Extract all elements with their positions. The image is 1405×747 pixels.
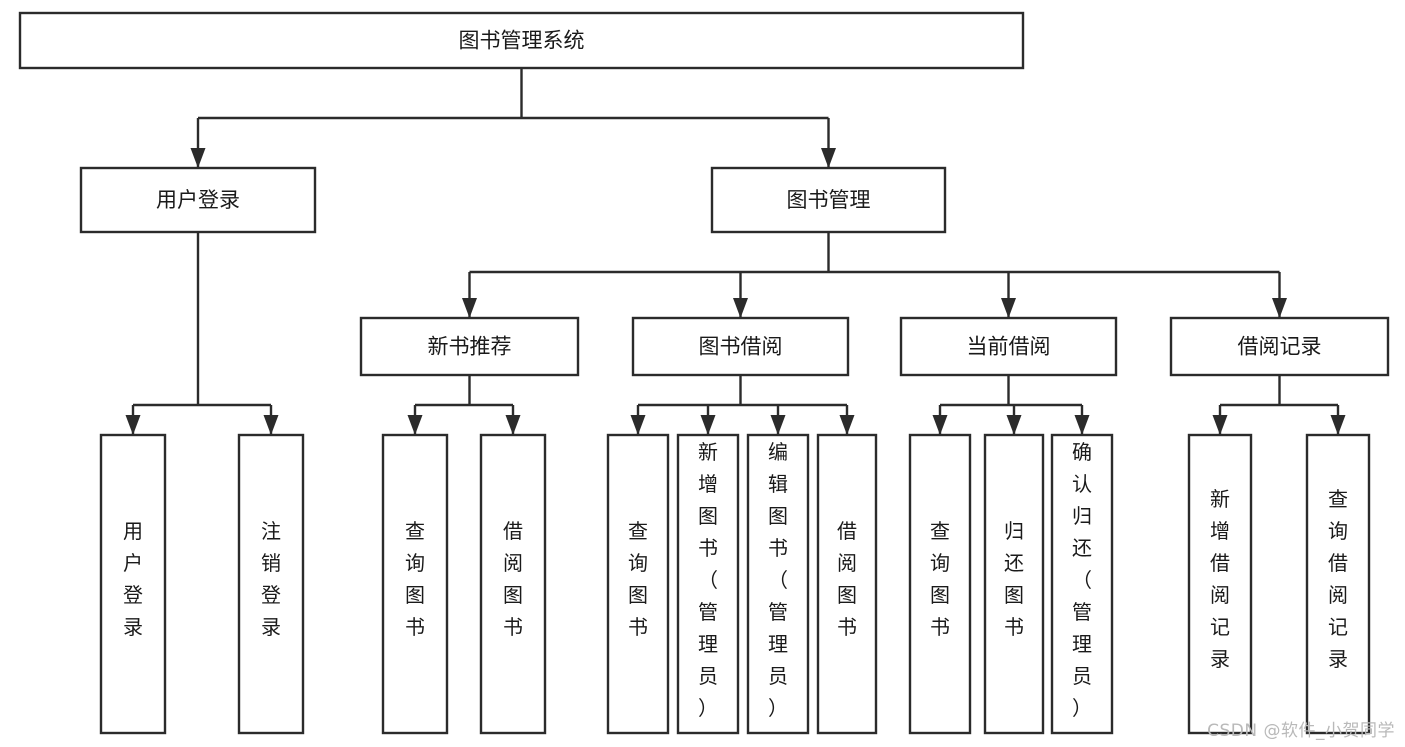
node-level3-0[interactable]: 新书推荐: [359, 316, 580, 377]
node-level3-3[interactable]: 借阅记录: [1169, 316, 1390, 377]
node-label-查询借阅记录: 查询借阅记录: [1328, 487, 1348, 671]
arrow-head-icon: [1212, 415, 1228, 435]
node-rect-新增借阅记录[interactable]: [1187, 433, 1253, 735]
node-rect-借阅记录[interactable]: [1169, 316, 1390, 377]
node-rect-新增图书管理员[interactable]: [676, 433, 740, 735]
node-leaf-3[interactable]: 借阅图书: [479, 433, 547, 735]
node-rect-用户登录[interactable]: [79, 166, 317, 234]
node-rect-用户登录[interactable]: [99, 433, 167, 735]
node-label-借阅图书: 借阅图书: [837, 519, 857, 639]
node-rect-查询图书[interactable]: [908, 433, 972, 735]
connector-lines: [125, 68, 1346, 435]
connectors-records-to-leaves: [1212, 375, 1346, 435]
node-rect-编辑图书管理员[interactable]: [746, 433, 810, 735]
arrow-head-icon: [462, 298, 477, 318]
node-label-新书推荐: 新书推荐: [428, 335, 512, 359]
arrow-head-icon: [505, 415, 521, 435]
node-label-借阅记录: 借阅记录: [1238, 335, 1322, 359]
node-rect-查询借阅记录[interactable]: [1305, 433, 1371, 735]
connectors-bookmgmt-to-level3: [462, 232, 1287, 318]
node-label-借阅图书: 借阅图书: [503, 519, 523, 639]
connectors-current-to-leaves: [932, 375, 1090, 435]
node-leaf-5[interactable]: 新增图书（管理员）: [676, 433, 740, 735]
node-leaf-11[interactable]: 新增借阅记录: [1187, 433, 1253, 735]
node-label-编辑图书管理员: 编辑图书（管理员）: [768, 440, 788, 720]
arrow-head-icon: [1006, 415, 1022, 435]
node-rect-图书管理[interactable]: [710, 166, 947, 234]
node-rect-图书管理系统[interactable]: [18, 11, 1025, 70]
node-leaf-7[interactable]: 借阅图书: [816, 433, 878, 735]
node-label-用户登录: 用户登录: [156, 188, 240, 212]
arrow-head-icon: [630, 415, 646, 435]
arrow-head-icon: [770, 415, 786, 435]
node-label-查询图书: 查询图书: [930, 519, 950, 639]
node-level2-0[interactable]: 用户登录: [79, 166, 317, 234]
node-label-新增图书管理员: 新增图书（管理员）: [698, 440, 718, 720]
node-rect-图书借阅[interactable]: [631, 316, 850, 377]
node-leaf-12[interactable]: 查询借阅记录: [1305, 433, 1371, 735]
node-label-用户登录: 用户登录: [123, 519, 143, 639]
node-level3-1[interactable]: 图书借阅: [631, 316, 850, 377]
arrow-head-icon: [125, 415, 141, 435]
node-label-新增借阅记录: 新增借阅记录: [1210, 487, 1230, 671]
node-rect-查询图书[interactable]: [606, 433, 670, 735]
node-rect-查询图书[interactable]: [381, 433, 449, 735]
node-leaf-1[interactable]: 注销登录: [237, 433, 305, 735]
node-leaf-6[interactable]: 编辑图书（管理员）: [746, 433, 810, 735]
arrow-head-icon: [821, 148, 836, 168]
arrow-head-icon: [1074, 415, 1090, 435]
node-leaf-9[interactable]: 归还图书: [983, 433, 1045, 735]
arrow-head-icon: [190, 148, 206, 168]
connectors-root-to-level2: [190, 68, 836, 168]
node-label-确认归还管理员: 确认归还（管理员）: [1072, 440, 1092, 720]
node-label-图书管理系统: 图书管理系统: [459, 29, 585, 53]
arrow-head-icon: [1330, 415, 1346, 435]
node-leaf-8[interactable]: 查询图书: [908, 433, 972, 735]
arrow-head-icon: [407, 415, 423, 435]
node-root-0[interactable]: 图书管理系统: [18, 11, 1025, 70]
node-leaf-2[interactable]: 查询图书: [381, 433, 449, 735]
node-label-查询图书: 查询图书: [628, 519, 648, 639]
node-label-图书管理: 图书管理: [787, 188, 871, 212]
node-rect-当前借阅[interactable]: [899, 316, 1118, 377]
arrow-head-icon: [700, 415, 716, 435]
node-rect-新书推荐[interactable]: [359, 316, 580, 377]
connectors-borrow-to-leaves: [630, 375, 855, 435]
node-rect-归还图书[interactable]: [983, 433, 1045, 735]
node-rect-注销登录[interactable]: [237, 433, 305, 735]
node-level3-2[interactable]: 当前借阅: [899, 316, 1118, 377]
node-rect-借阅图书[interactable]: [816, 433, 878, 735]
arrow-head-icon: [932, 415, 948, 435]
node-label-注销登录: 注销登录: [261, 519, 281, 639]
node-boxes: 图书管理系统用户登录图书管理新书推荐图书借阅当前借阅借阅记录用户登录注销登录查询…: [18, 11, 1390, 735]
node-level2-1[interactable]: 图书管理: [710, 166, 947, 234]
arrow-head-icon: [839, 415, 855, 435]
node-rect-借阅图书[interactable]: [479, 433, 547, 735]
node-label-归还图书: 归还图书: [1004, 519, 1024, 639]
arrow-head-icon: [733, 298, 748, 318]
node-leaf-10[interactable]: 确认归还（管理员）: [1050, 433, 1114, 735]
arrow-head-icon: [1001, 298, 1016, 318]
node-label-查询图书: 查询图书: [405, 519, 425, 639]
connectors-userlogin-to-leaves: [125, 232, 279, 435]
connectors-newbook-to-leaves: [407, 375, 521, 435]
arrow-head-icon: [1272, 298, 1287, 318]
node-leaf-0[interactable]: 用户登录: [99, 433, 167, 735]
node-label-图书借阅: 图书借阅: [699, 335, 783, 359]
node-label-当前借阅: 当前借阅: [967, 335, 1051, 359]
node-leaf-4[interactable]: 查询图书: [606, 433, 670, 735]
arrow-head-icon: [263, 415, 279, 435]
node-rect-确认归还管理员[interactable]: [1050, 433, 1114, 735]
